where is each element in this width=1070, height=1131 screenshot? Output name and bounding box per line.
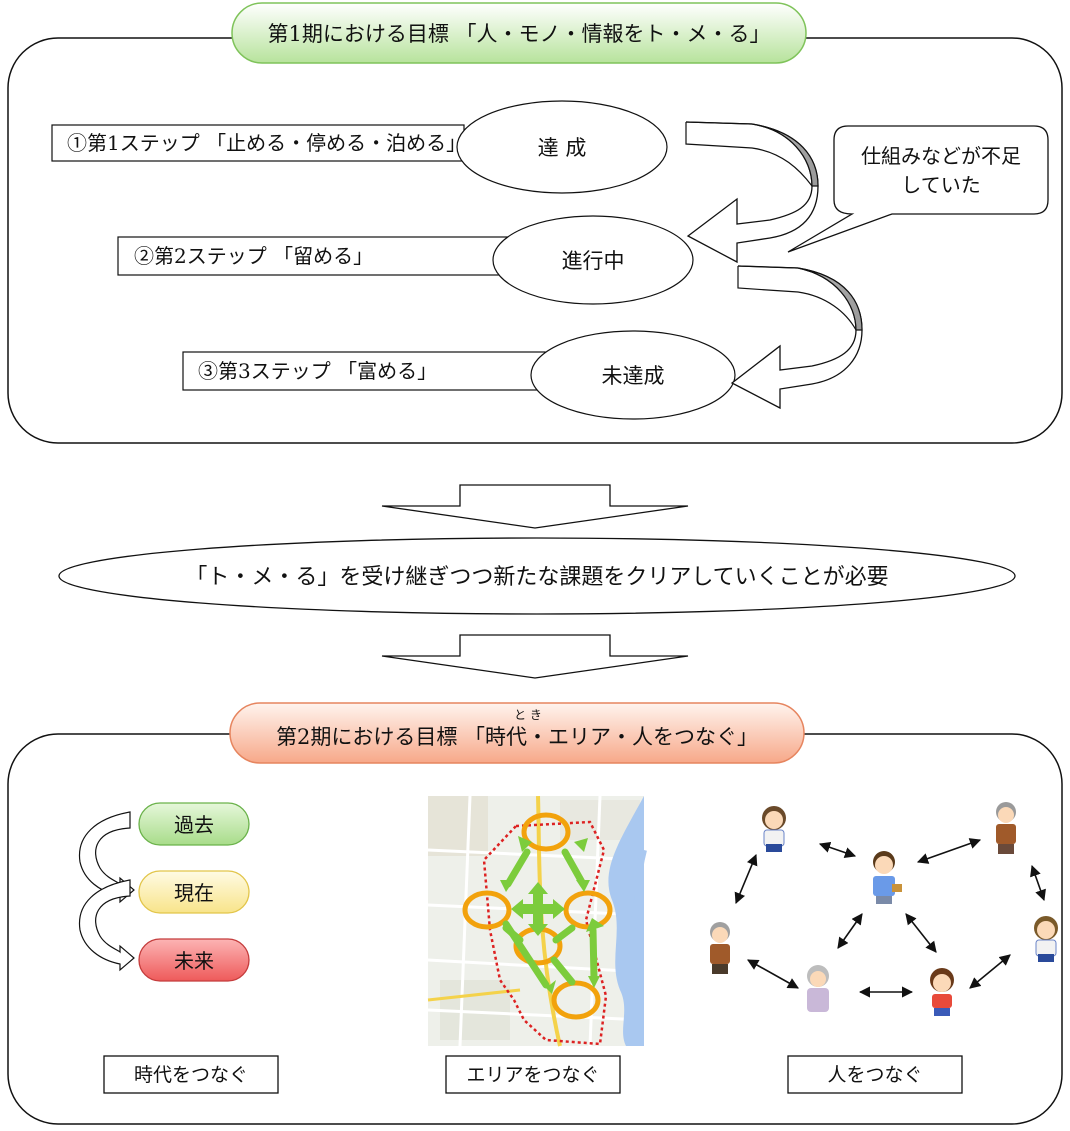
phase1-title-pill bbox=[231, 2, 807, 64]
callout-bubble bbox=[787, 125, 1049, 253]
person-girl-right bbox=[1034, 916, 1058, 962]
time-past-pill bbox=[138, 802, 250, 846]
step2-label: ②第2ステップ 「留める」 bbox=[134, 244, 373, 268]
time-past-label: 過去 bbox=[174, 813, 214, 837]
phase2-title: 第2期における目標 「時代・エリア・人をつなぐ」 bbox=[276, 725, 758, 749]
down-arrow-2 bbox=[381, 634, 689, 679]
middle-statement-oval bbox=[58, 537, 1016, 615]
time-future-label: 未来 bbox=[174, 949, 214, 973]
person-girl-top-left bbox=[762, 806, 786, 852]
time-present-label: 現在 bbox=[174, 881, 214, 905]
time-future-pill bbox=[138, 938, 250, 982]
phase2-title-pill bbox=[229, 702, 805, 764]
people-network-links bbox=[734, 838, 1046, 998]
area-caption: エリアをつなぐ bbox=[466, 1064, 599, 1086]
down-arrow-1 bbox=[381, 484, 689, 529]
step1-label: ①第1ステップ 「止める・停める・泊める」 bbox=[67, 131, 466, 155]
area-map bbox=[427, 795, 647, 1047]
person-elder-woman-bottom bbox=[807, 965, 829, 1012]
step2-label-box bbox=[117, 236, 511, 276]
callout-line2: していた bbox=[901, 173, 980, 197]
person-boy-center bbox=[873, 851, 902, 904]
phase1-title: 第1期における目標 「人・モノ・情報をト・メ・る」 bbox=[267, 22, 770, 46]
step3-label-box bbox=[182, 351, 546, 391]
step3-label: ③第3ステップ 「富める」 bbox=[198, 359, 437, 383]
people-caption: 人をつなぐ bbox=[827, 1064, 922, 1086]
step1-label-box bbox=[51, 124, 465, 162]
step1-status: 達 成 bbox=[538, 136, 587, 160]
step2-status: 進行中 bbox=[562, 249, 625, 273]
step3-status-oval bbox=[530, 330, 736, 420]
people-caption-box bbox=[787, 1055, 963, 1094]
time-flow-arrows bbox=[78, 811, 135, 972]
curved-arrow-step1-to-step2 bbox=[685, 121, 819, 264]
person-child-bottom-right bbox=[930, 968, 954, 1016]
person-elder-left bbox=[710, 922, 730, 974]
step1-status-oval bbox=[456, 100, 668, 194]
middle-statement: 「ト・メ・る」を受け継ぎつつ新たな課題をクリアしていくことが必要 bbox=[185, 565, 888, 590]
time-caption-box bbox=[103, 1055, 279, 1094]
time-present-pill bbox=[138, 870, 250, 914]
time-caption: 時代をつなぐ bbox=[134, 1064, 248, 1086]
phase2-ruby: と き bbox=[514, 708, 542, 722]
callout-line1: 仕組みなどが不足 bbox=[861, 144, 1021, 168]
curved-arrow-step2-to-step3 bbox=[730, 265, 863, 410]
step3-status: 未達成 bbox=[602, 364, 665, 388]
person-elder-top-right bbox=[996, 802, 1016, 854]
step2-status-oval bbox=[492, 215, 694, 305]
area-caption-box bbox=[445, 1055, 621, 1094]
